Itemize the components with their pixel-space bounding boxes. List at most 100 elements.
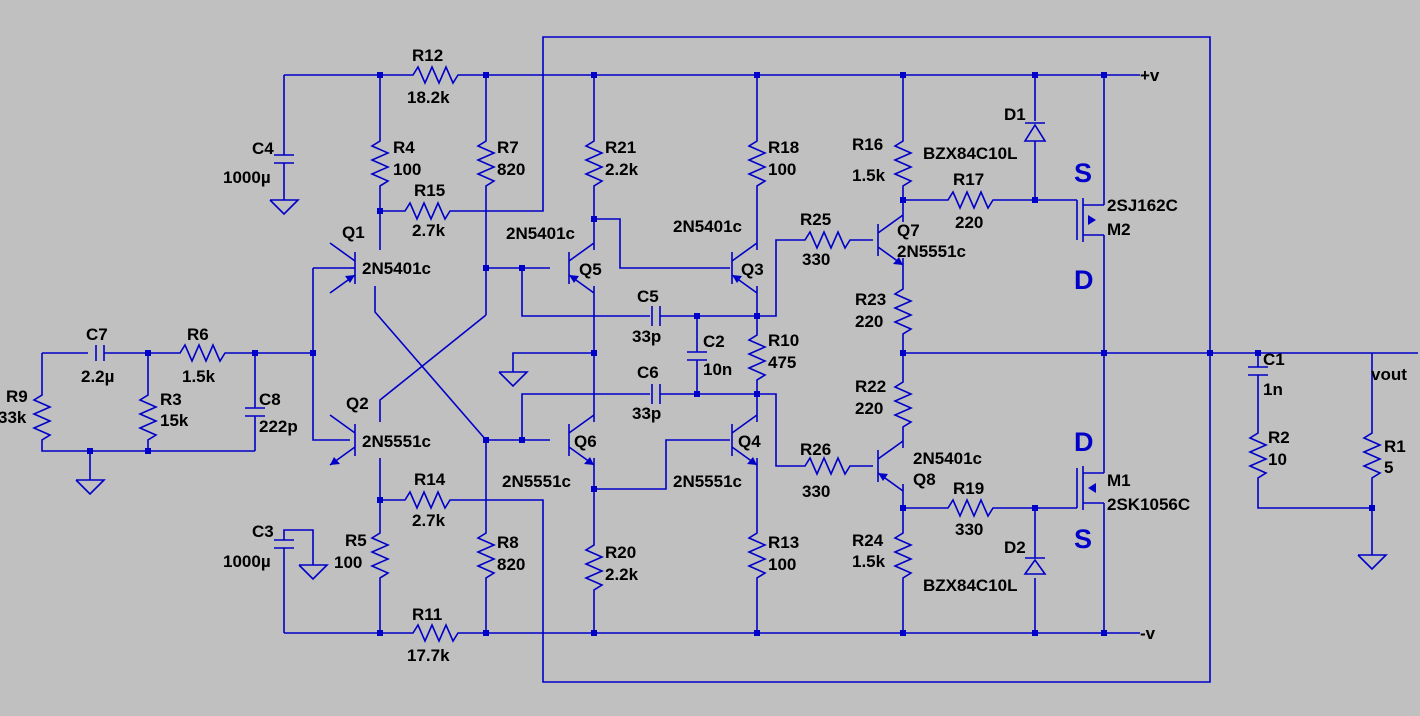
r5-value: 100 (334, 553, 362, 572)
r11-value: 17.7k (407, 646, 450, 665)
m1-value: 2SK1056C (1107, 495, 1190, 514)
q6-value: 2N5551c (502, 472, 571, 491)
r21-value: 2.2k (605, 160, 639, 179)
r18-ref: R18 (768, 138, 799, 157)
r20-value: 2.2k (605, 565, 639, 584)
r10-value: 475 (768, 353, 796, 372)
c5-ref: C5 (637, 287, 659, 306)
pin-d-top: D (1074, 265, 1094, 295)
q7-value: 2N5551c (897, 242, 966, 261)
c6-value: 33p (632, 404, 661, 423)
m2-value: 2SJ162C (1107, 196, 1178, 215)
r3-value: 15k (160, 411, 189, 430)
d1-ref: D1 (1004, 105, 1026, 124)
c7-ref: C7 (86, 325, 108, 344)
r19-ref: R19 (953, 479, 984, 498)
r26-ref: R26 (800, 440, 831, 459)
r14-ref: R14 (414, 470, 446, 489)
q5-value: 2N5401c (506, 224, 575, 243)
r22-value: 220 (855, 399, 883, 418)
r25-value: 330 (802, 250, 830, 269)
q7-ref: Q7 (897, 221, 920, 240)
q8-value: 2N5401c (913, 449, 982, 468)
d2-ref: D2 (1004, 538, 1026, 557)
c8-value: 222p (259, 417, 298, 436)
c3-ref: C3 (252, 522, 274, 541)
mosfets (1076, 198, 1104, 510)
q6-ref: Q6 (574, 432, 597, 451)
q1-ref: Q1 (342, 223, 365, 242)
r13-ref: R13 (768, 533, 799, 552)
pin-s-bottom: S (1074, 524, 1092, 554)
r2-value: 10 (1268, 450, 1287, 469)
d1-value: BZX84C10L (923, 144, 1017, 163)
c6-ref: C6 (637, 363, 659, 382)
r8-ref: R8 (497, 533, 519, 552)
r14-value: 2.7k (412, 511, 446, 530)
junction-dots (87, 72, 1375, 636)
r4-ref: R4 (393, 138, 415, 157)
q5-ref: Q5 (579, 260, 602, 279)
q3-ref: Q3 (741, 260, 764, 279)
q4-ref: Q4 (738, 432, 761, 451)
m1-ref: M1 (1107, 471, 1131, 490)
r18-value: 100 (768, 160, 796, 179)
r8-value: 820 (497, 555, 525, 574)
r12-ref: R12 (412, 46, 443, 65)
c8-ref: C8 (259, 390, 281, 409)
rail-pos-label: +v (1140, 66, 1160, 85)
r24-value: 1.5k (852, 552, 886, 571)
c4-value: 1000µ (223, 168, 271, 187)
r20-ref: R20 (605, 543, 636, 562)
r7-ref: R7 (497, 138, 519, 157)
transistors (329, 214, 904, 492)
q8-ref: Q8 (913, 470, 936, 489)
r23-ref: R23 (855, 290, 886, 309)
q2-ref: Q2 (346, 394, 369, 413)
r17-ref: R17 (953, 170, 984, 189)
r22-ref: R22 (855, 377, 886, 396)
r19-value: 330 (955, 520, 983, 539)
r16-value: 1.5k (852, 166, 886, 185)
q1-value: 2N5401c (362, 259, 431, 278)
r15-value: 2.7k (412, 221, 446, 240)
pin-d-bottom: D (1074, 427, 1094, 457)
c2-value: 10n (703, 360, 732, 379)
r1-value: 5 (1384, 458, 1393, 477)
c7-value: 2.2µ (81, 367, 114, 386)
r13-value: 100 (768, 555, 796, 574)
r2-ref: R2 (1268, 428, 1290, 447)
r11-ref: R11 (412, 605, 442, 624)
r5-ref: R5 (345, 531, 367, 550)
r4-value: 100 (393, 160, 421, 179)
vout-label: vout (1371, 365, 1407, 384)
r6-ref: R6 (187, 325, 209, 344)
r6-value: 1.5k (182, 367, 216, 386)
q3-value: 2N5401c (673, 217, 742, 236)
r23-value: 220 (855, 312, 883, 331)
diodes (1023, 122, 1047, 575)
r24-ref: R24 (852, 531, 884, 550)
c2-ref: C2 (703, 332, 725, 351)
rail-neg-label: -v (1140, 624, 1156, 643)
r17-value: 220 (955, 213, 983, 232)
r3-ref: R3 (160, 390, 182, 409)
r16-ref: R16 (852, 135, 883, 154)
r7-value: 820 (497, 160, 525, 179)
r9-ref: R9 (6, 387, 28, 406)
c3-value: 1000µ (223, 552, 271, 571)
r12-value: 18.2k (407, 88, 450, 107)
r15-ref: R15 (414, 181, 445, 200)
pin-s-top: S (1074, 158, 1092, 188)
r25-ref: R25 (800, 210, 831, 229)
d2-value: BZX84C10L (923, 576, 1017, 595)
r10-ref: R10 (768, 331, 799, 350)
r1-ref: R1 (1384, 437, 1406, 456)
labels: +v -v vout R12 18.2k C4 1000µ R4 100 R15… (0, 46, 1407, 665)
m2-ref: M2 (1107, 220, 1131, 239)
r9-value: 33k (0, 408, 27, 427)
q4-value: 2N5551c (673, 472, 742, 491)
c1-value: 1n (1263, 380, 1283, 399)
r26-value: 330 (802, 482, 830, 501)
